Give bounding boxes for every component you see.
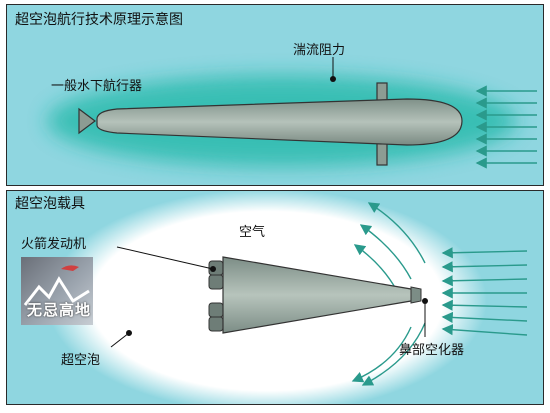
flow-arrow [441, 247, 528, 259]
watermark-logo [21, 257, 93, 325]
flow-arrow [351, 326, 412, 383]
watermark-text: 无忌高地 [27, 301, 92, 319]
flow-arrow [441, 261, 528, 273]
top-diagram [47, 57, 537, 169]
nose-cavitator [410, 286, 422, 304]
top-panel: 超空泡航行技术原理示意图 湍流阻力 一般水下航行器 [6, 4, 544, 186]
bottom-panel: 无忌高地 超空泡载具 空气 火箭发动机 超空泡 鼻部空化器 [6, 190, 544, 405]
bottom-panel-title: 超空泡载具 [15, 196, 85, 212]
engine-label: 火箭发动机 [21, 237, 87, 252]
flow-arrow [441, 324, 528, 336]
air-label: 空气 [239, 225, 266, 240]
flow-arrow [441, 311, 528, 324]
engine-leader-dot [210, 266, 216, 272]
cavitator-leader-dot [422, 298, 428, 304]
cavity-flow-arrows [351, 202, 528, 386]
cavity-leader-dot [126, 330, 132, 336]
watermark-mountain-icon [23, 265, 90, 306]
nozzle [208, 274, 224, 290]
flow-arrow [367, 202, 426, 264]
top-panel-title: 超空泡航行技术原理示意图 [15, 12, 183, 28]
flow-arrow [359, 224, 412, 280]
flow-arrows [475, 85, 537, 169]
cavity-label: 超空泡 [61, 353, 101, 368]
vehicle-hull [96, 98, 463, 146]
tail-fin [78, 107, 96, 135]
drag-leader-dot [330, 76, 336, 82]
vehicle-label: 一般水下航行器 [51, 79, 143, 94]
flow-arrow [361, 322, 426, 386]
nozzle [208, 302, 224, 318]
cavitator-label: 鼻部空化器 [399, 343, 465, 358]
engine-leader-line [116, 246, 214, 270]
nozzle [208, 316, 224, 332]
drag-label: 湍流阻力 [293, 43, 346, 58]
flow-arrow [441, 299, 528, 311]
cavity-leader-line [110, 332, 130, 348]
flow-arrow [441, 275, 528, 287]
bottom-diagram [47, 191, 528, 404]
